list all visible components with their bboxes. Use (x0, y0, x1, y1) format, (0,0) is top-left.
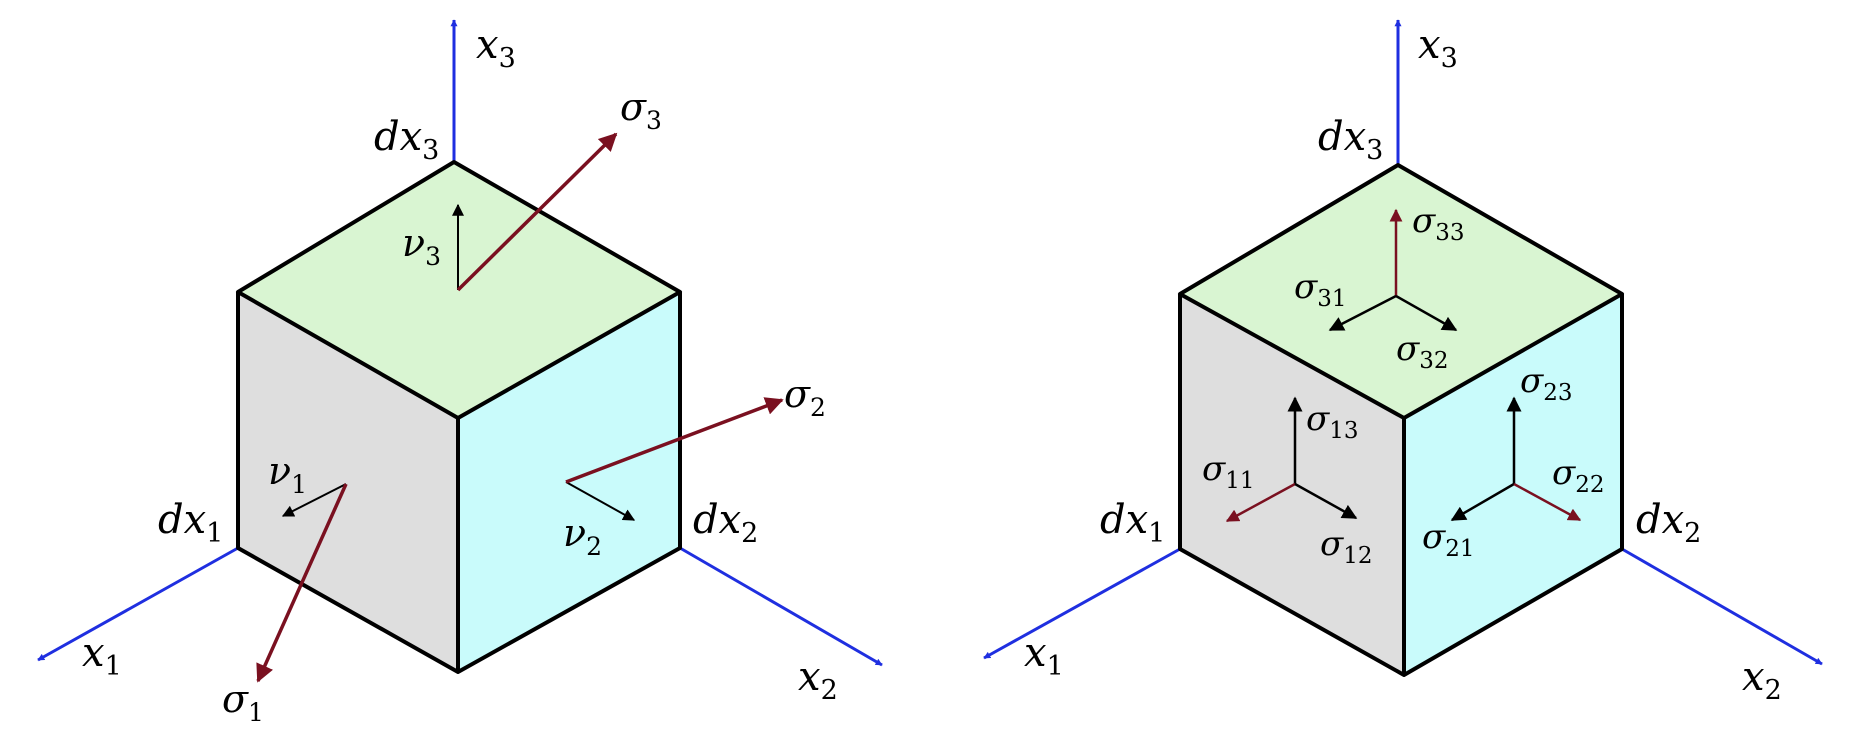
right-label-sigma13: σ13 (1306, 399, 1359, 444)
left-label-x1: x1 (82, 630, 122, 682)
left-label-dx3: dx3 (374, 114, 439, 166)
right-label-sigma31: σ31 (1294, 267, 1347, 312)
right-label-dx2: dx2 (1636, 497, 1701, 549)
right-label-dx3: dx3 (1318, 114, 1383, 166)
left-label-x3: x3 (476, 22, 516, 74)
right-sigma31-arrow (1328, 294, 1397, 332)
left-label-x2: x2 (798, 654, 838, 706)
right-label-sigma11: σ11 (1202, 449, 1255, 494)
left-traction-sigma3-arrow (456, 132, 618, 292)
right-axis-x2 (1621, 547, 1823, 666)
right-label-sigma33: σ33 (1412, 201, 1465, 246)
right-label-dx1: dx1 (1100, 497, 1165, 549)
left-label-sigma3: σ3 (620, 85, 662, 135)
right-axis-x1 (983, 547, 1181, 660)
left-label-sigma1: σ1 (222, 677, 264, 727)
left-label-dx2: dx2 (693, 497, 758, 549)
left-normal-nu2-arrow (565, 481, 636, 521)
right-sigma12-arrow (1294, 482, 1358, 520)
right-cube-edges (1178, 163, 1624, 677)
left-axis-x2 (679, 546, 883, 667)
right-label-sigma23: σ23 (1520, 361, 1573, 406)
left-traction-sigma2-arrow (565, 397, 784, 484)
right-sigma32-arrow (1395, 294, 1458, 332)
left-traction-sigma1-arrow (256, 483, 348, 683)
left-label-nu3: ν3 (402, 221, 441, 271)
left-axis-x1 (37, 546, 239, 662)
left-label-dx1: dx1 (158, 497, 223, 549)
right-label-x1: x1 (1024, 630, 1064, 682)
left-cube-edges (236, 160, 682, 674)
right-label-sigma22: σ22 (1552, 453, 1605, 498)
left-figure: x3 x1 x2 dx3 dx1 dx2 ν3 ν1 ν2 σ3 σ2 σ1 (37, 19, 883, 727)
right-sigma11-arrow (1225, 482, 1296, 523)
right-sigma22-arrow (1513, 482, 1582, 522)
right-label-x2: x2 (1742, 654, 1782, 706)
left-normal-nu1-arrow (281, 483, 347, 517)
left-label-nu1: ν1 (268, 449, 307, 499)
left-label-nu2: ν2 (563, 511, 602, 561)
left-label-sigma2: σ2 (784, 372, 826, 422)
right-figure: x3 x1 x2 dx3 dx1 dx2 σ33 σ31 σ32 σ13 σ11… (983, 19, 1823, 706)
right-label-sigma12: σ12 (1320, 524, 1373, 569)
right-label-x3: x3 (1418, 22, 1458, 74)
right-label-sigma32: σ32 (1396, 329, 1449, 374)
right-label-sigma21: σ21 (1422, 517, 1475, 562)
right-sigma21-arrow (1450, 482, 1515, 522)
